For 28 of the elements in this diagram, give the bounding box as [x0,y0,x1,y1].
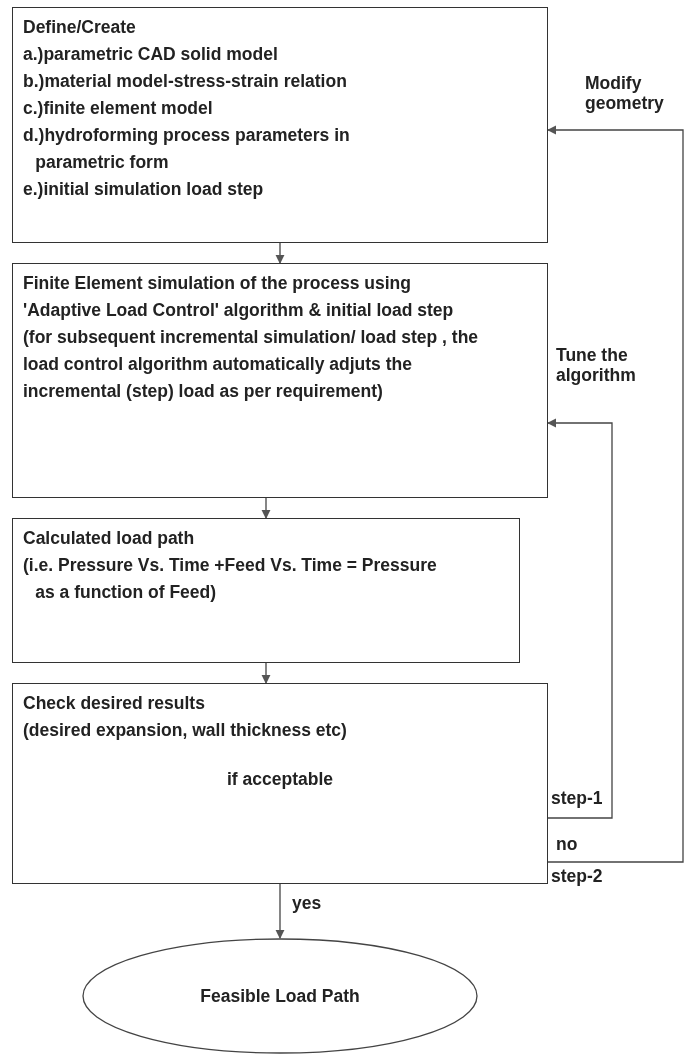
node-text: Define/Create [23,16,137,39]
node-text: a.)parametric CAD solid model [23,43,279,66]
edge-label: step-2 [551,866,603,886]
node-text: Finite Element simulation of the process using 'Adaptive Load Control' algorithm & initial load step [23,272,455,322]
arrow [547,125,684,863]
node-text: (for subsequent incremental simulation/ load step , the load control algorithm automatically adjuts the incremental (step) load as per requirement) [23,326,480,403]
node-text: (i.e. Pressure Vs. Time +Feed Vs. Time = Pressure as a function of Feed) [23,554,438,604]
side-label: Modify geometry [585,73,665,113]
side-label: Tune the algorithm [556,345,637,385]
node-text: e.)initial simulation load step [23,178,265,201]
node-text: b.)material model-stress-strain relation [23,70,348,93]
arrow [261,662,271,684]
process-box [12,683,548,884]
node-text: Check desired results [23,692,206,715]
terminal-ellipse [82,938,478,1054]
process-box [12,518,520,663]
process-box [12,7,548,243]
arrow [547,418,613,819]
arrow [275,883,285,939]
arrow [261,497,271,519]
node-text: (desired expansion, wall thickness etc) [23,719,348,742]
process-box [12,263,548,498]
node-text: c.)finite element model [23,97,214,120]
arrow [275,242,285,264]
node-text: Feasible Load Path [200,984,360,1008]
edge-label: step-1 [551,788,603,808]
node-text: Calculated load path [23,527,196,550]
node-text: if acceptable [227,768,333,791]
